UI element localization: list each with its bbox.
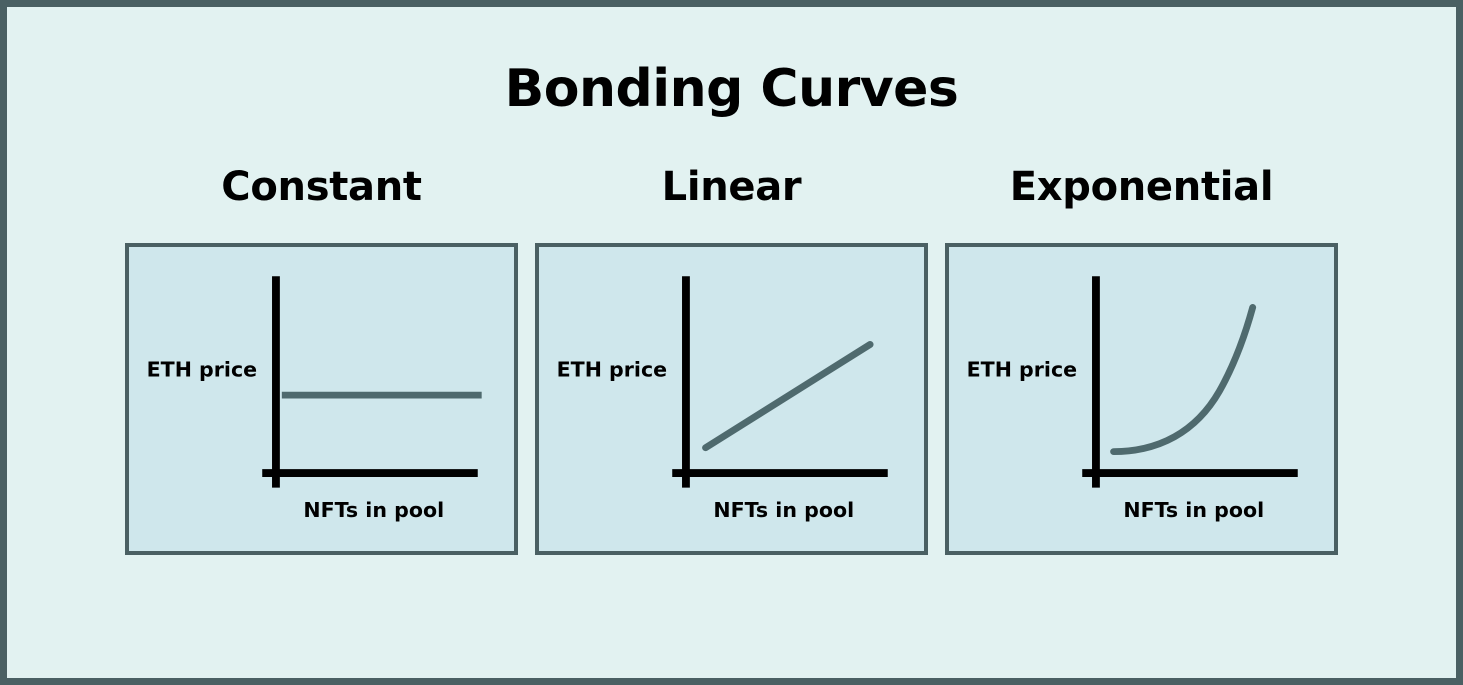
panel-row: Constant ETH price NFTs in pool Linear	[7, 167, 1456, 587]
plot-constant: ETH price NFTs in pool	[125, 243, 518, 555]
page-title: Bonding Curves	[504, 59, 959, 119]
panel-title-linear: Linear	[661, 164, 802, 210]
plot-exponential: ETH price NFTs in pool	[945, 243, 1338, 555]
linear-curve	[702, 341, 874, 452]
plot-svg-exponential: ETH price NFTs in pool	[967, 276, 1298, 522]
plot-svg-linear: ETH price NFTs in pool	[557, 276, 888, 522]
x-axis-label: NFTs in pool	[713, 498, 854, 522]
panel-constant: Constant ETH price NFTs in pool	[125, 167, 518, 555]
y-axis-label: ETH price	[967, 358, 1077, 382]
panel-title-constant: Constant	[221, 164, 422, 210]
panel-title-exponential: Exponential	[1009, 164, 1274, 210]
y-axis-label: ETH price	[147, 358, 257, 382]
panel-exponential: Exponential ETH price NFTs in pool	[945, 167, 1338, 555]
y-axis-label: ETH price	[557, 358, 667, 382]
panel-linear: Linear ETH price NFTs in pool	[535, 167, 928, 555]
exponential-curve	[1110, 304, 1257, 456]
plot-svg-constant: ETH price NFTs in pool	[147, 276, 482, 522]
x-axis-label: NFTs in pool	[1123, 498, 1264, 522]
plot-linear: ETH price NFTs in pool	[535, 243, 928, 555]
x-axis-label: NFTs in pool	[303, 498, 444, 522]
